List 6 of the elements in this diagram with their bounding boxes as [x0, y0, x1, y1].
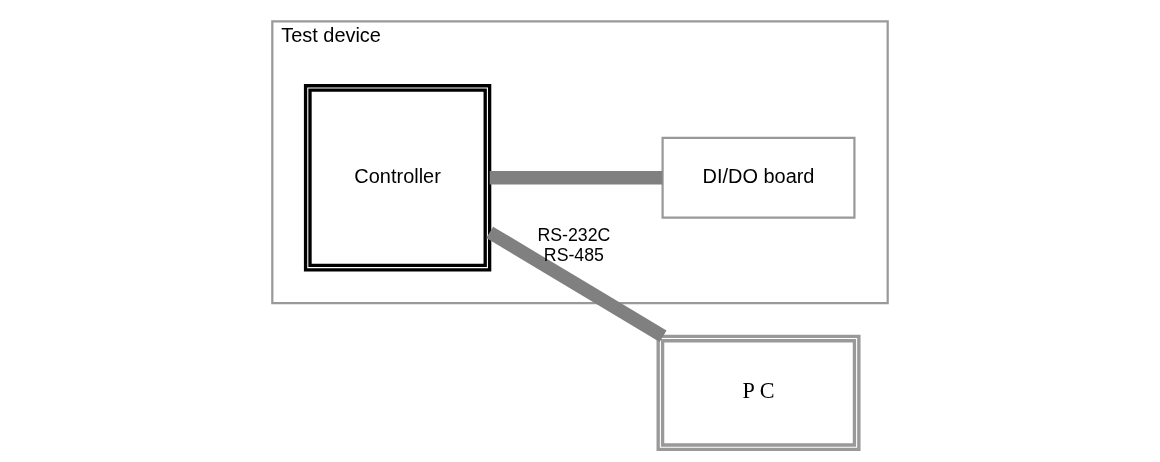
connector	[486, 226, 667, 343]
connector	[489, 171, 663, 185]
edge-label: RS-232C RS-485	[537, 224, 611, 265]
node-box: DI/DO board	[661, 136, 856, 219]
node-box: Controller	[303, 84, 492, 272]
node-box: P C	[656, 334, 861, 452]
